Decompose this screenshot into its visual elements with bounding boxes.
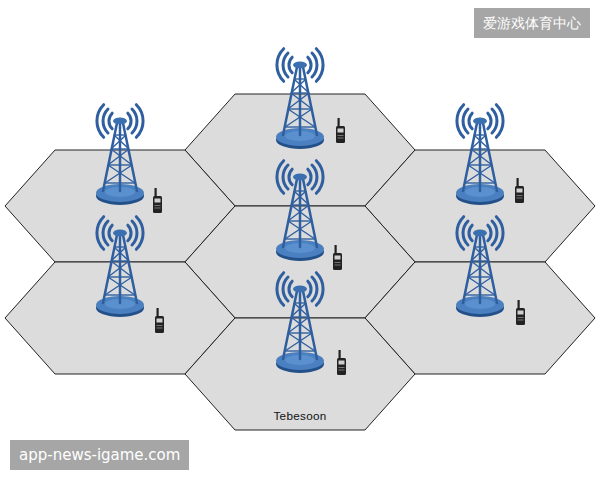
base-station-tower (276, 273, 324, 373)
cell-hexagon: Tebesoon (185, 318, 415, 430)
watermark: 爱游戏体育中心 (474, 8, 590, 38)
watermark-url: app-news-igame.com (10, 440, 189, 470)
cell-name: Tebesoon (185, 408, 415, 423)
walkie-talkie (337, 350, 346, 375)
